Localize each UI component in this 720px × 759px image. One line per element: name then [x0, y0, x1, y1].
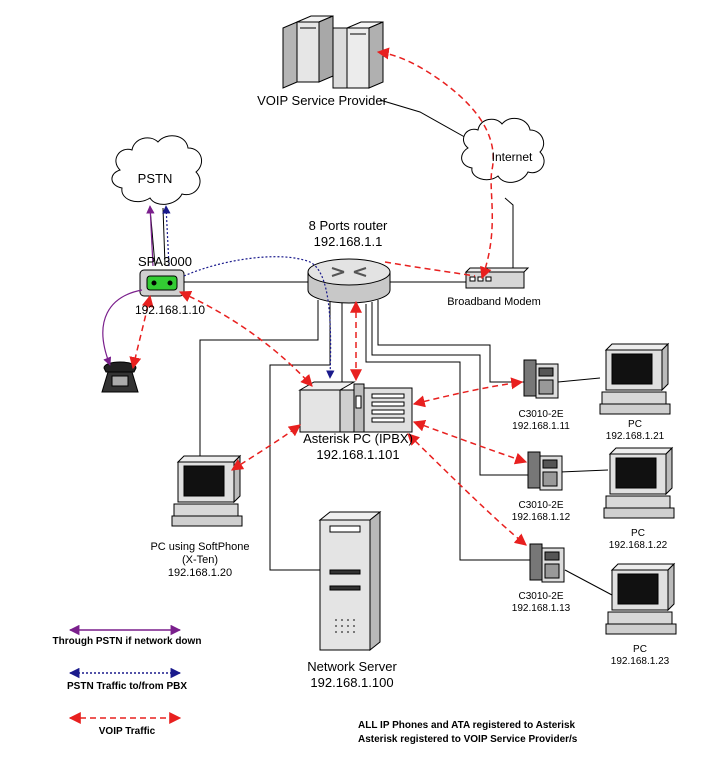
cloud-icon [111, 117, 545, 205]
network-wires [149, 99, 613, 596]
telephone-icon [101, 361, 139, 393]
tower-server-icon [318, 510, 382, 652]
note-line-1: ALL IP Phones and ATA registered to Aste… [358, 720, 576, 731]
pstn-backup-flows [102, 205, 155, 366]
server-ip: 192.168.1.100 [310, 675, 394, 690]
voip-flow-asterisk-phone3 [407, 433, 527, 546]
pstn-flow-ata-asterisk [183, 256, 335, 379]
asterisk-title: Asterisk PC (IPBX) [303, 431, 413, 446]
voip-flow-ata-asterisk [178, 290, 313, 387]
router-title: 8 Ports router [308, 218, 388, 233]
softphone-label-2: (X-Ten) [181, 554, 219, 566]
wire-router-to-phone1 [377, 300, 525, 383]
voip-flow-asterisk-phone1 [412, 377, 524, 408]
backup-flow-ata-pstn [146, 205, 155, 267]
voip-flow-modem-provider [376, 47, 494, 280]
voip-traffic-flows [129, 47, 528, 546]
server-rack-icon [282, 15, 384, 89]
asterisk-ip: 192.168.1.101 [316, 447, 400, 462]
wire-ata-to-pstn-b [162, 207, 166, 266]
desktop-pc-icon [599, 342, 677, 635]
phone2-name: C3010-2E [518, 500, 564, 511]
ip-phone-icon [523, 359, 565, 583]
wire-internet-to-provider [379, 99, 471, 141]
wire-router-to-softphone-pc [199, 300, 319, 460]
router-icon [307, 258, 391, 304]
phone1-name: C3010-2E [518, 409, 564, 420]
server-title: Network Server [307, 659, 397, 674]
spa-ip: 192.168.1.10 [134, 303, 206, 317]
wire-phone3-to-pc3 [564, 569, 613, 596]
phone3-name: C3010-2E [518, 591, 564, 602]
legend [68, 624, 182, 724]
spa-name: SPA3000 [138, 254, 192, 269]
backup-flow-ata-phone [102, 289, 143, 366]
modem-label: Broadband Modem [447, 296, 541, 308]
voip-flow-softphone-asterisk [230, 424, 301, 471]
router-ip: 192.168.1.1 [313, 234, 383, 249]
legend-pstn-pbx-label: PSTN Traffic to/from PBX [66, 681, 188, 692]
pc2-ip: 192.168.1.22 [608, 540, 668, 551]
legend-voip-label: VOIP Traffic [98, 726, 156, 737]
pc2-name: PC [631, 528, 645, 539]
phone3-ip: 192.168.1.13 [511, 603, 571, 614]
pstn-cloud [111, 135, 203, 205]
pstn-label: PSTN [137, 171, 173, 186]
wire-phone2-to-pc2 [559, 469, 609, 473]
note-line-2: Asterisk registered to VOIP Service Prov… [358, 734, 578, 745]
pstn-pbx-flows [162, 205, 335, 379]
softphone-ip: 192.168.1.20 [167, 567, 233, 579]
phone1-ip: 192.168.1.11 [512, 421, 570, 432]
modem-icon [464, 267, 530, 289]
pc3-ip: 192.168.1.23 [610, 656, 670, 667]
phone2-ip: 192.168.1.12 [511, 512, 571, 523]
desktop-pc-icon [171, 454, 243, 527]
pc3-name: PC [633, 644, 647, 655]
ata-icon [139, 269, 185, 297]
pc1-name: PC [628, 419, 642, 430]
voip-flow-asterisk-phone2 [412, 420, 528, 465]
wire-phone1-to-pc1 [557, 377, 601, 383]
internet-label: Internet [491, 150, 533, 164]
softphone-label-1: PC using SoftPhone [150, 541, 250, 553]
voip-flow-router-modem [384, 261, 476, 277]
wire-modem-to-internet [504, 197, 514, 272]
wire-router-to-phone3 [365, 304, 530, 561]
pc1-ip: 192.168.1.21 [605, 431, 665, 442]
legend-pstn-backup-label: Through PSTN if network down [52, 636, 202, 647]
asterisk-pc-icon [298, 381, 413, 433]
voip-provider-label: VOIP Service Provider [257, 93, 387, 108]
